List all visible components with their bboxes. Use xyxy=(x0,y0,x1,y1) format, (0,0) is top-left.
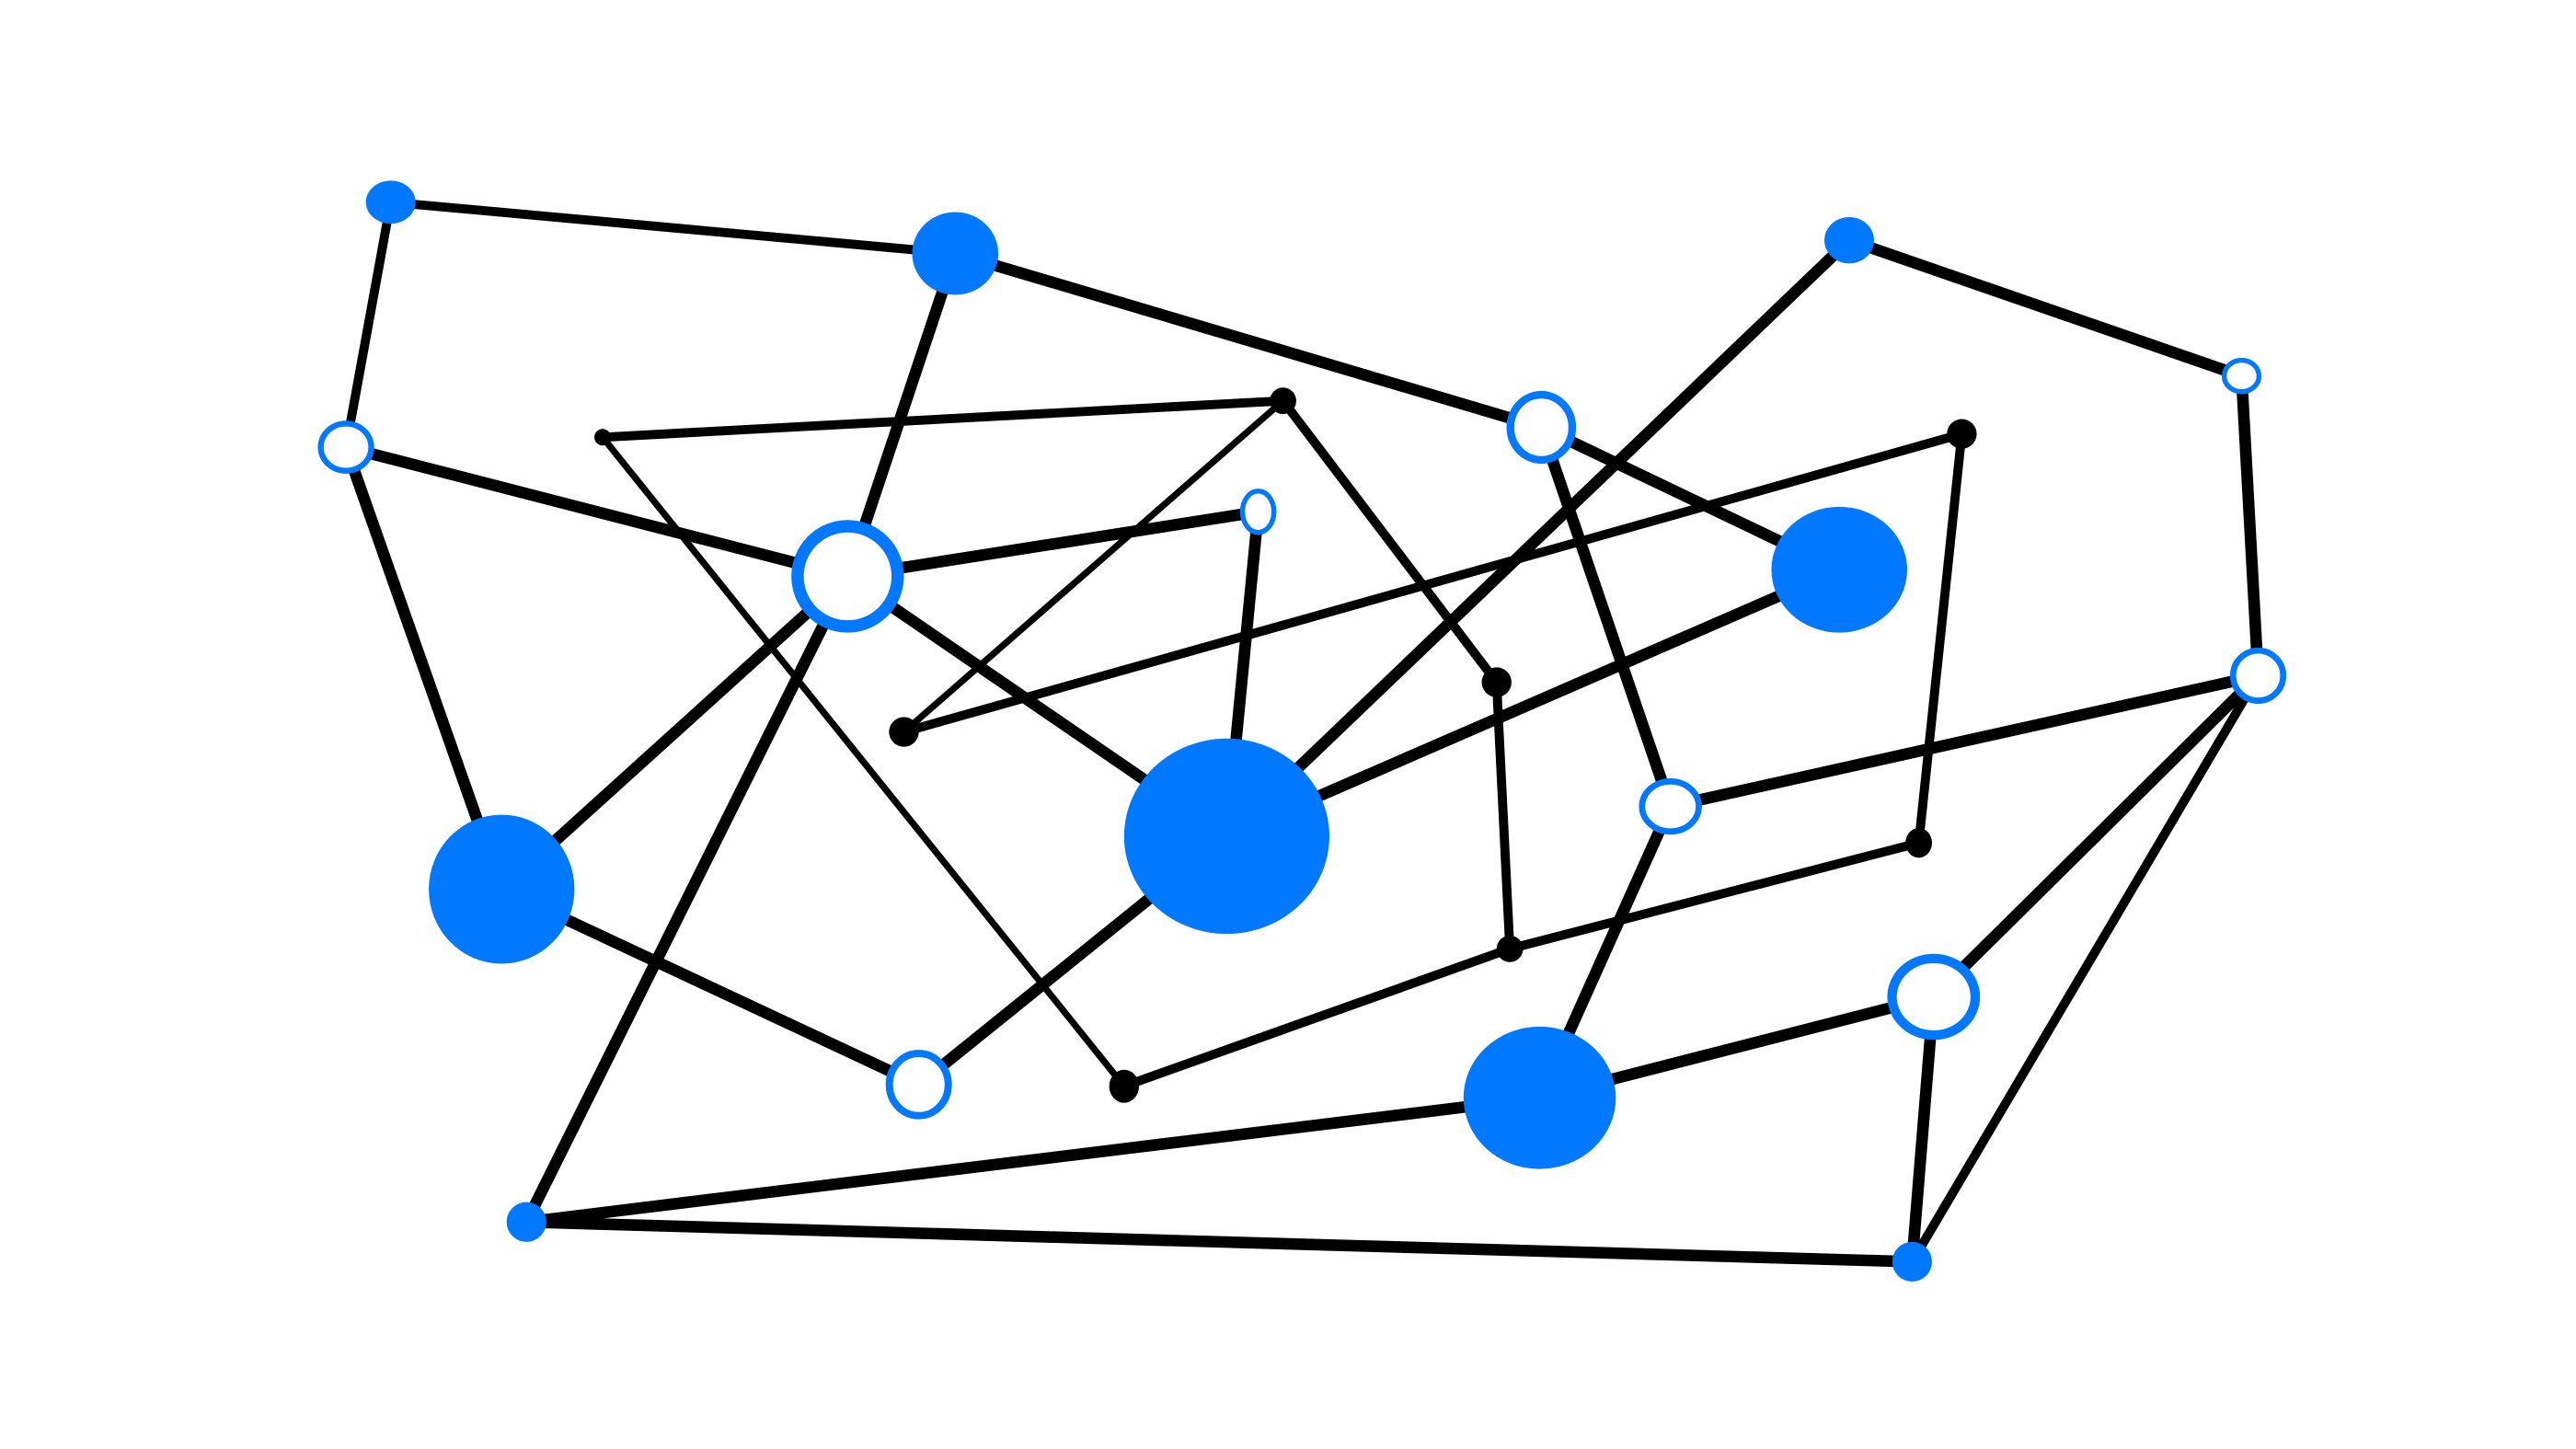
edge-b2-r10 xyxy=(842,247,961,582)
dot-node-k22 xyxy=(1109,1069,1140,1103)
edge-b1-b2 xyxy=(385,197,960,259)
edge-b1-r3 xyxy=(341,197,396,453)
edge-b7-b16 xyxy=(1221,234,1856,843)
edge-k9-k13 xyxy=(899,429,1967,737)
ring-node-r11 xyxy=(1239,489,1277,535)
filled-node-b7 xyxy=(1824,216,1875,264)
edge-k4-k22 xyxy=(599,433,1128,1090)
dot-node-k20 xyxy=(1496,935,1524,962)
edge-b15-r21 xyxy=(495,883,926,1091)
filled-node-b26 xyxy=(1892,1241,1932,1282)
edge-r18-b26 xyxy=(1907,671,2263,1267)
dot-node-k14 xyxy=(1481,667,1512,697)
edge-layer xyxy=(339,197,2264,1268)
edge-k4-k5 xyxy=(598,396,1288,443)
edge-r3-b15 xyxy=(339,441,508,895)
edge-b2-r6 xyxy=(949,247,1547,433)
dot-node-k9 xyxy=(1947,419,1977,449)
node-layer xyxy=(317,180,2287,1282)
filled-node-b1 xyxy=(365,180,416,224)
ring-node-r18 xyxy=(2229,647,2287,705)
ring-node-r8 xyxy=(2221,357,2262,395)
filled-node-b12 xyxy=(1771,506,1908,633)
edge-b25-b26 xyxy=(520,1215,1918,1268)
filled-node-b23 xyxy=(1463,1026,1616,1169)
filled-node-b2 xyxy=(912,212,999,295)
edge-r17-r18 xyxy=(1664,670,2264,812)
filled-node-b25 xyxy=(506,1202,546,1242)
ring-node-r21 xyxy=(885,1050,952,1120)
edge-b12-b16 xyxy=(1221,563,1846,843)
dot-node-k13 xyxy=(889,717,919,747)
filled-node-b15 xyxy=(429,814,575,964)
dot-node-k19 xyxy=(1905,827,1932,858)
edge-r10-r11 xyxy=(842,505,1264,582)
edge-k14-k20 xyxy=(1491,677,1515,954)
edge-k19-k20 xyxy=(1505,838,1924,954)
edge-r6-r17 xyxy=(1535,421,1676,812)
edge-r18-r24 xyxy=(1927,670,2264,1003)
edge-k9-k19 xyxy=(1914,429,1967,848)
edge-b23-b25 xyxy=(520,1091,1546,1228)
edge-r10-b25 xyxy=(520,570,854,1228)
ring-node-r24 xyxy=(1887,953,1981,1041)
edge-k5-k14 xyxy=(1278,396,1501,687)
edge-r8-r18 xyxy=(2236,370,2264,682)
ring-node-r10 xyxy=(791,520,904,633)
filled-node-b16 xyxy=(1123,738,1329,935)
edge-k5-k13 xyxy=(900,397,1287,736)
ring-node-r17 xyxy=(1639,777,1702,835)
ring-node-r6 xyxy=(1506,390,1577,465)
dot-node-k5 xyxy=(1270,387,1296,415)
edge-k20-k22 xyxy=(1119,944,1515,1091)
edge-r3-r10 xyxy=(339,441,854,582)
ring-node-r3 xyxy=(317,420,374,474)
dot-node-k4 xyxy=(594,429,612,446)
edge-r24-b26 xyxy=(1906,991,1940,1268)
edge-b7-r8 xyxy=(1843,234,2248,383)
edge-r10-b15 xyxy=(495,570,854,895)
